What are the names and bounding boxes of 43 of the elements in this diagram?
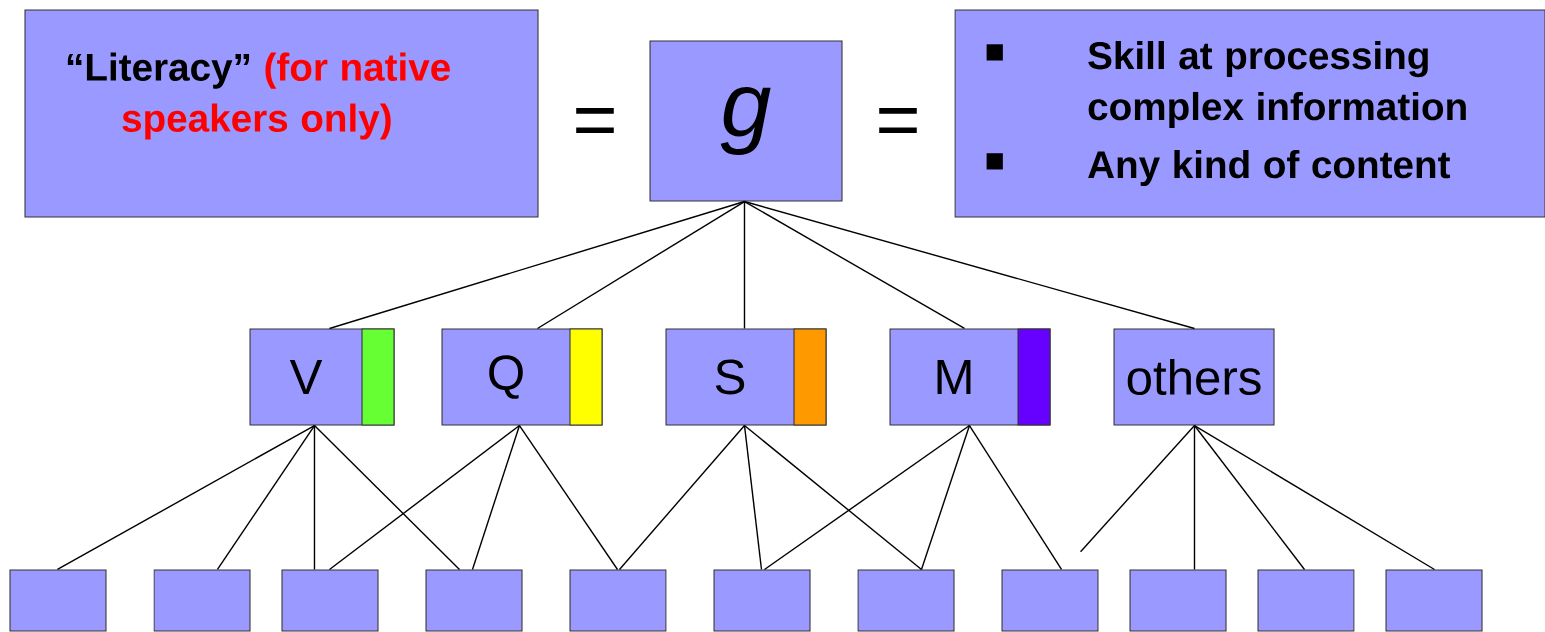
empty-box (569, 569, 667, 632)
connector-line (968, 424, 1063, 571)
connector-line (1193, 424, 1306, 571)
connector-line (1193, 424, 1196, 571)
factor-box: S (665, 328, 827, 426)
connector-line (763, 424, 971, 571)
factor-box: g (649, 40, 843, 202)
equals-sign: = (879, 108, 917, 133)
text-box: “Literacy” (for native speakers only) (24, 9, 539, 218)
connector-line (743, 200, 966, 330)
connector-line (518, 424, 619, 571)
connector-line (743, 424, 763, 571)
factor-box: Q (441, 328, 603, 426)
connector-line (743, 200, 746, 330)
empty-box (153, 569, 251, 632)
factor-box: V (249, 328, 395, 426)
empty-box (1129, 569, 1227, 632)
empty-box (1257, 569, 1355, 632)
text-box: Skill at processing complex information Any kind of content (954, 9, 1545, 218)
connector-line (920, 424, 971, 571)
empty-box (281, 569, 379, 632)
empty-box (9, 569, 107, 632)
connector-line (471, 424, 521, 571)
connector-line (1079, 424, 1196, 553)
connector-line (328, 424, 521, 571)
connector-line (56, 424, 316, 571)
connector-line (1193, 424, 1436, 571)
factor-box: M (889, 328, 1051, 426)
connector-line (216, 424, 316, 571)
empty-box (1385, 569, 1483, 632)
connector-line (536, 200, 746, 330)
connector-line (743, 424, 923, 571)
equals-sign: = (576, 108, 614, 133)
factor-box: others (1113, 328, 1275, 426)
empty-box (857, 569, 955, 632)
connector-line (313, 424, 461, 571)
empty-box (425, 569, 523, 632)
connector-line (618, 424, 746, 571)
empty-box (713, 569, 811, 632)
connector-line (313, 424, 316, 571)
empty-box (1001, 569, 1099, 632)
connector-line (743, 200, 1196, 330)
connector-line (328, 200, 746, 330)
